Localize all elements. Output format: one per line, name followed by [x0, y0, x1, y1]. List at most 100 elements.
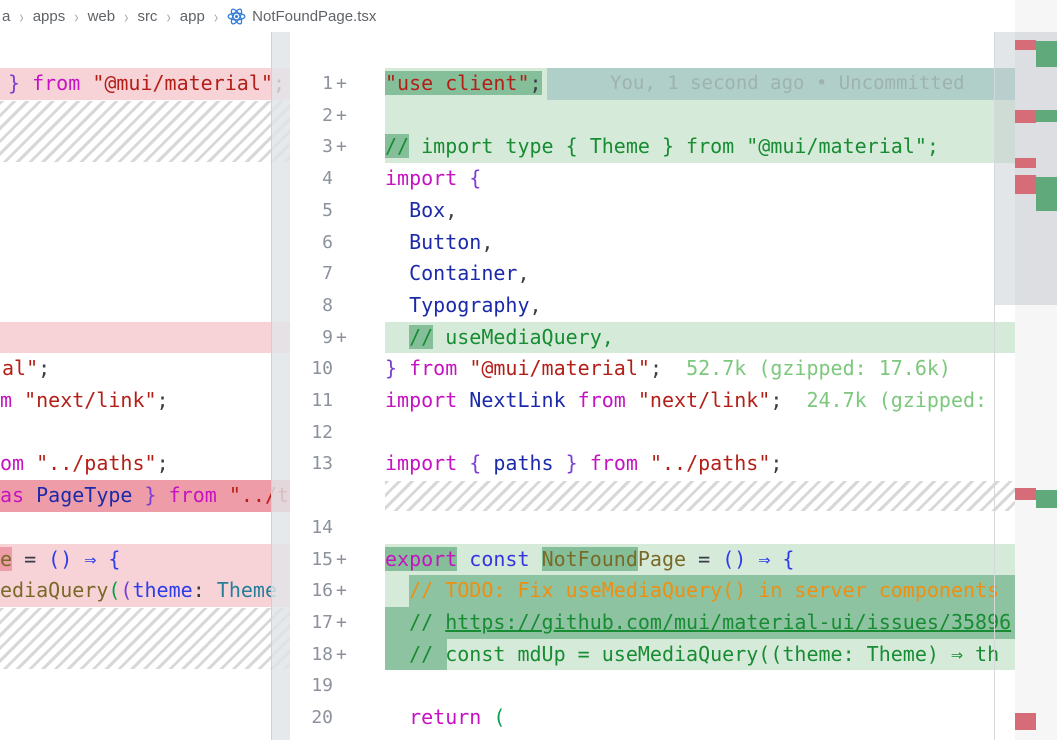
line-number[interactable]: 20: [290, 702, 385, 734]
ruler-deletion-mark[interactable]: [1015, 110, 1036, 123]
diff-line-highlight: [0, 321, 290, 354]
added-line-marker: +: [336, 580, 347, 602]
diff-overview-ruler[interactable]: [1015, 0, 1057, 740]
diff-filler-row: [0, 100, 290, 163]
line-number[interactable]: 6: [290, 227, 385, 259]
code-line-row[interactable]: 18+ // const mdUp = useMediaQuery((theme…: [290, 638, 1015, 671]
code-line-row[interactable]: al";: [0, 353, 290, 385]
diff-line-highlight: [0, 543, 290, 576]
line-number[interactable]: 15+: [290, 544, 385, 576]
ruler-deletion-mark[interactable]: [1015, 40, 1036, 50]
code-line-row[interactable]: 15+export const NotFoundPage = () ⇒ {: [290, 543, 1015, 576]
ruler-addition-mark[interactable]: [1036, 490, 1057, 508]
line-number-label: 3: [322, 136, 333, 158]
line-number[interactable]: 17+: [290, 607, 385, 639]
code-line-row[interactable]: 7 Container,: [290, 258, 1015, 290]
code-line: Container,: [409, 261, 530, 286]
right-pane-scrollbar-slider[interactable]: [995, 32, 1015, 305]
diff-pane-original[interactable]: } from "@mui/material"; al";m "next/link"…: [0, 32, 290, 740]
code-line-row[interactable]: 8 Typography,: [290, 290, 1015, 322]
char-diff-highlight: [385, 638, 447, 671]
code-line-row[interactable]: [0, 321, 290, 354]
code-line-row[interactable]: e = () ⇒ {: [0, 543, 290, 576]
left-pane-scrollbar[interactable]: [271, 32, 290, 740]
line-number[interactable]: 5: [290, 195, 385, 227]
breadcrumb-item-apps[interactable]: apps: [32, 7, 66, 25]
ruler-deletion-mark[interactable]: [1015, 488, 1036, 500]
code-line-row[interactable]: 19: [290, 670, 1015, 702]
code-line-row[interactable]: ediaQuery((theme: Theme: [0, 575, 290, 607]
line-number[interactable]: 9+: [290, 322, 385, 354]
chevron-right-icon: ›: [124, 5, 129, 27]
ruler-addition-mark[interactable]: [1036, 41, 1057, 67]
code-line-row[interactable]: } from "@mui/material";: [0, 68, 290, 100]
line-number[interactable]: 10: [290, 353, 385, 385]
line-number[interactable]: 2+: [290, 100, 385, 132]
code-line-row[interactable]: 3+// import type { Theme } from "@mui/ma…: [290, 131, 1015, 164]
breadcrumb-item-file[interactable]: NotFoundPage.tsx: [227, 7, 376, 26]
code-line-row[interactable]: 10} from "@mui/material"; 52.7k (gzipped…: [290, 353, 1015, 385]
code-line: ediaQuery((theme: Theme: [0, 578, 277, 603]
diff-line-highlight: [385, 321, 1015, 354]
blame-highlight: [547, 68, 1015, 100]
code-line-row[interactable]: 14: [290, 512, 1015, 544]
breadcrumb-item-a[interactable]: a: [2, 7, 11, 25]
diff-pane-modified[interactable]: You, 1 second ago • Uncommitted 1+"use cl…: [290, 32, 1015, 740]
breadcrumb-item-web[interactable]: web: [87, 7, 116, 25]
line-number[interactable]: 18+: [290, 639, 385, 671]
line-number-label: 9: [322, 326, 333, 348]
line-number-label: 11: [311, 390, 333, 411]
code-line-row[interactable]: 21: [290, 734, 1015, 740]
code-line: Typography,: [409, 292, 542, 317]
code-line-row[interactable]: 20 return (: [290, 702, 1015, 734]
code-line-row[interactable]: om "../paths";: [0, 448, 290, 480]
line-number[interactable]: 12: [290, 417, 385, 449]
line-number[interactable]: 16+: [290, 575, 385, 607]
code-line-row[interactable]: 2+: [290, 99, 1015, 132]
line-number[interactable]: 8: [290, 290, 385, 322]
ruler-deletion-mark[interactable]: [1015, 158, 1036, 168]
overview-ruler-viewport[interactable]: [1015, 32, 1057, 305]
line-number[interactable]: 3+: [290, 131, 385, 163]
line-number[interactable]: 4: [290, 163, 385, 195]
line-number-label: 2: [322, 104, 333, 126]
ruler-addition-mark[interactable]: [1036, 110, 1057, 122]
chevron-right-icon: ›: [19, 5, 24, 27]
code-line: Button,: [409, 229, 494, 254]
ruler-deletion-mark[interactable]: [1015, 175, 1036, 194]
line-number[interactable]: 14: [290, 512, 385, 544]
line-number[interactable]: 11: [290, 385, 385, 417]
char-diff-highlight: [409, 575, 1015, 607]
code-line-row[interactable]: You, 1 second ago • Uncommitted 1+"use cl…: [290, 68, 1015, 100]
code-line-row[interactable]: 16+ // TODO: Fix useMediaQuery() in serv…: [290, 575, 1015, 607]
line-number[interactable]: 7: [290, 258, 385, 290]
code-line-row[interactable]: 5 Box,: [290, 195, 1015, 227]
breadcrumb-item-app[interactable]: app: [179, 7, 205, 25]
diff-line-highlight: [385, 543, 1015, 576]
line-number-label: 20: [311, 707, 333, 728]
ruler-deletion-mark[interactable]: [1015, 713, 1036, 730]
code-line: return (: [409, 705, 506, 729]
code-line-row[interactable]: 12: [290, 417, 1015, 449]
code-line: export const NotFoundPage = () ⇒ {: [385, 546, 795, 571]
added-line-marker: +: [336, 611, 347, 633]
line-number[interactable]: 19: [290, 670, 385, 702]
code-line-row[interactable]: m "next/link";: [0, 385, 290, 417]
ruler-addition-mark[interactable]: [1036, 177, 1057, 211]
code-line: } from "@mui/material";: [8, 71, 285, 95]
line-number[interactable]: 13: [290, 448, 385, 480]
code-line-row[interactable]: 9+ // useMediaQuery,: [290, 321, 1015, 354]
code-line-row[interactable]: 17+ // https://github.com/mui/material-u…: [290, 606, 1015, 639]
line-number[interactable]: 21: [290, 734, 385, 740]
code-line: om "../paths";: [0, 451, 169, 476]
breadcrumb-item-src[interactable]: src: [137, 7, 158, 25]
code-line-row[interactable]: 6 Button,: [290, 227, 1015, 259]
code-line: "use client";: [385, 71, 542, 95]
diff-line-highlight: [385, 638, 1015, 671]
code-line-row[interactable]: as PageType } from "../ty: [0, 480, 290, 512]
line-number[interactable]: 1+: [290, 68, 385, 100]
blame-annotation: You, 1 second ago • Uncommitted: [610, 72, 965, 94]
